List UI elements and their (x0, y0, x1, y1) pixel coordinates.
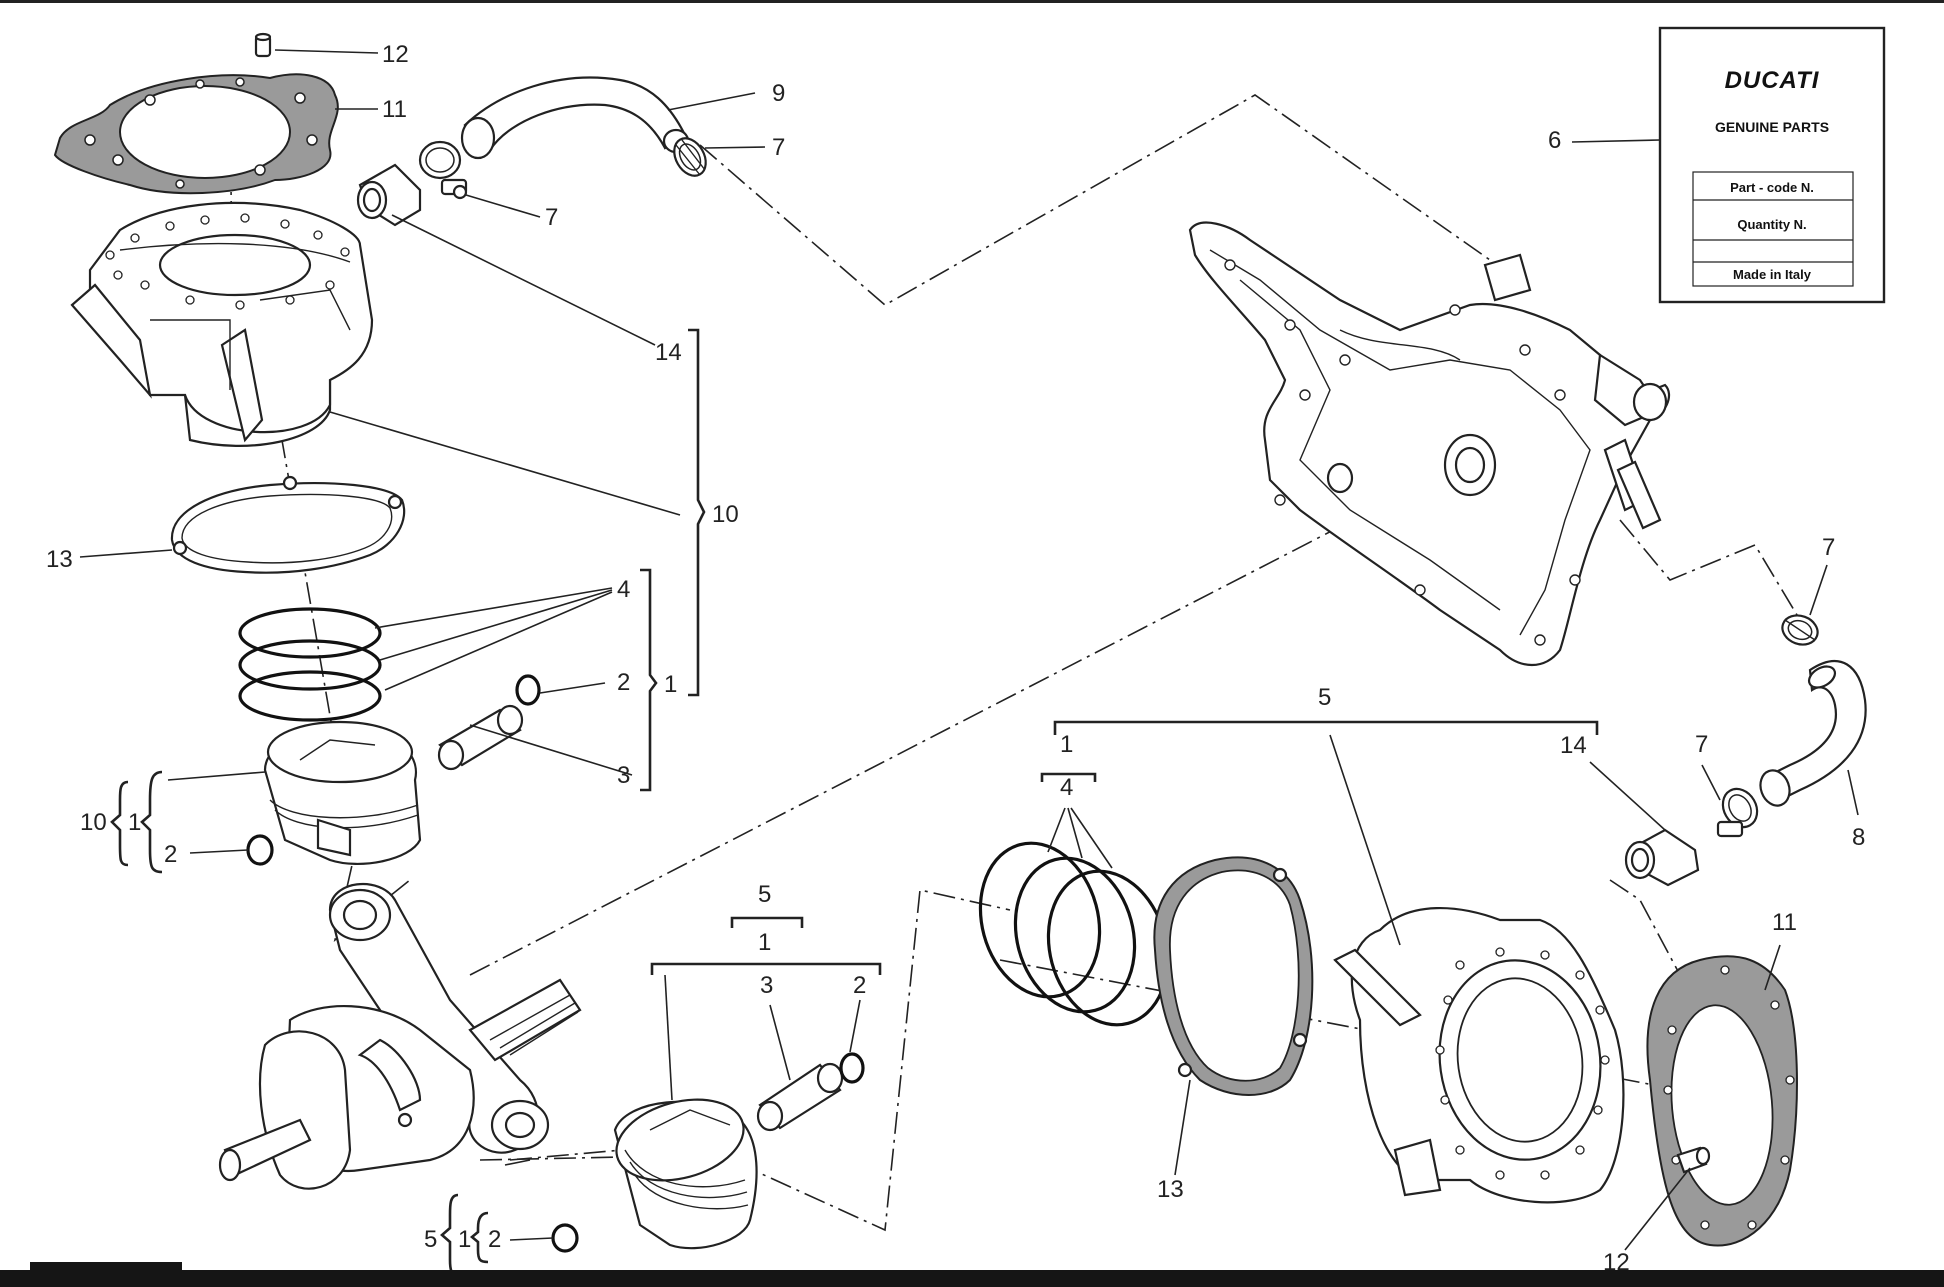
callout-3-bottom: 3 (760, 972, 773, 999)
callout-5-right: 5 (1318, 684, 1331, 711)
callout-11-top: 11 (382, 96, 407, 123)
callout-14-right: 14 (1560, 732, 1587, 759)
callout-1-bottom-left: 1 (458, 1226, 471, 1253)
genuine-parts-card: DUCATI GENUINE PARTS Part - code N. Quan… (1658, 26, 1886, 304)
callout-7-right-upper: 7 (1822, 534, 1835, 561)
top-border (0, 0, 1944, 3)
callout-4-top: 4 (617, 576, 630, 603)
circlip-bottom-right (839, 1052, 865, 1084)
hose-clamp-right-lower (1716, 787, 1759, 838)
callout-6: 6 (1548, 127, 1561, 154)
callout-7-right-lower: 7 (1695, 731, 1708, 758)
cylinder-barrel-top (70, 201, 374, 447)
callout-1-top: 1 (664, 671, 677, 698)
head-gasket-bottom (1646, 955, 1798, 1247)
callout-2-top: 2 (617, 669, 630, 696)
callout-2-left: 2 (164, 841, 177, 868)
hose-clamp-top-right (673, 137, 707, 177)
coolant-fitting-top (356, 163, 422, 227)
coolant-hose-top (460, 76, 690, 160)
dowel-pin-top (254, 32, 272, 58)
coolant-fitting-right (1624, 828, 1700, 887)
callout-2-bottom-left: 2 (488, 1226, 501, 1253)
callout-7-top-left: 7 (545, 204, 558, 231)
card-quantity: Quantity N. (1737, 217, 1806, 232)
head-gasket-top (53, 73, 339, 195)
base-gasket-top (170, 475, 406, 574)
bottom-edge-notch (30, 1262, 182, 1272)
piston-rings-bottom (978, 841, 1170, 1027)
card-part-code: Part - code N. (1730, 180, 1814, 195)
callout-12-top: 12 (382, 41, 409, 68)
dowel-pin-bottom (1676, 1146, 1711, 1174)
circlip-top-left (246, 834, 274, 866)
callout-10-top: 10 (712, 501, 739, 528)
card-subtitle: GENUINE PARTS (1715, 119, 1829, 135)
callout-1-bottom: 1 (758, 929, 771, 956)
callout-13-top: 13 (46, 546, 73, 573)
coolant-hose-right (1759, 659, 1867, 807)
base-gasket-bottom (1153, 856, 1314, 1096)
callout-10-left: 10 (80, 809, 107, 836)
circlip-top-right (515, 674, 541, 706)
water-pump-cover (1188, 221, 1671, 666)
piston-pin-bottom (756, 1062, 844, 1132)
piston-bottom (613, 1098, 758, 1250)
hose-clamp-right-upper (1781, 614, 1819, 646)
card-brand: DUCATI (1725, 67, 1820, 94)
crankshaft (218, 978, 582, 1190)
callout-7-top-right: 7 (772, 134, 785, 161)
bottom-border (0, 1270, 1944, 1287)
cylinder-barrel-bottom (1333, 907, 1625, 1204)
hose-clamp-left (418, 140, 468, 200)
callout-8: 8 (1852, 824, 1865, 851)
piston-top (263, 720, 422, 866)
callout-1-right: 1 (1060, 731, 1073, 758)
callout-1-left: 1 (128, 809, 141, 836)
callout-11-bottom: 11 (1772, 909, 1797, 936)
callout-4-right: 4 (1060, 774, 1073, 801)
card-origin: Made in Italy (1733, 267, 1812, 282)
callout-labels: 12 11 9 7 7 6 14 10 13 4 2 1 3 10 1 2 7 … (46, 41, 1865, 1276)
piston-pin-top (437, 704, 524, 771)
callout-13-bottom: 13 (1157, 1176, 1184, 1203)
callout-5-bottom: 5 (758, 881, 771, 908)
callout-14-top: 14 (655, 339, 682, 366)
connecting-rod (328, 882, 550, 1154)
circlip-bottom-left (551, 1223, 579, 1253)
callout-3-top: 3 (617, 762, 630, 789)
callout-9: 9 (772, 80, 785, 107)
piston-rings-top (238, 607, 382, 722)
callout-5-bottom-left: 5 (424, 1226, 437, 1253)
callout-2-bottom: 2 (853, 972, 866, 999)
